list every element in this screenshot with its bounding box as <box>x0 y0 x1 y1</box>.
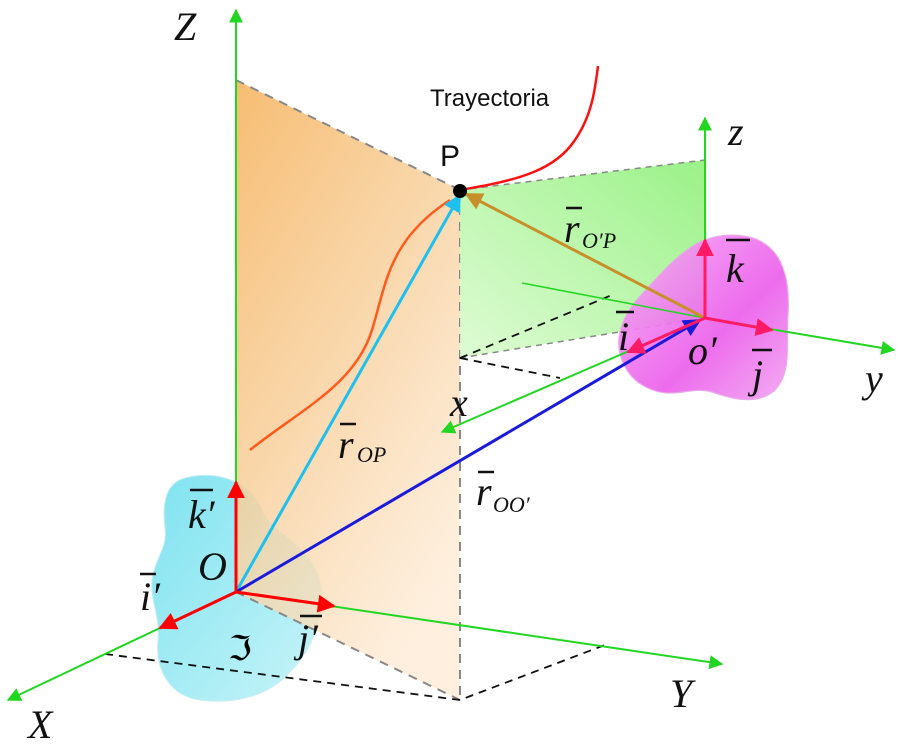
vector-r-OP <box>234 193 462 593</box>
label-unit-j-moving: j <box>747 352 763 397</box>
label-axis-Z: Z <box>174 4 197 49</box>
unit-vector-i-fixed <box>158 590 237 630</box>
label-axis-Y: Y <box>670 671 696 716</box>
label-vector-r-OP-sub: OP <box>357 442 386 467</box>
label-vector-r-OO: r <box>476 469 492 514</box>
label-vector-r-OpP-sub: O′P <box>582 228 616 253</box>
label-unit-i-moving: i <box>618 314 629 359</box>
label-origin-o-prime: o′ <box>688 328 718 373</box>
vector-r-OpP <box>464 192 706 320</box>
label-unit-k-fixed: k′ <box>188 492 216 537</box>
label-vector-r-OP: r <box>338 422 354 467</box>
label-axis-X: X <box>26 702 54 747</box>
label-unit-i-fixed: i′ <box>140 574 161 619</box>
plane-fixed <box>236 80 460 700</box>
vector-r-OO <box>235 318 702 594</box>
label-trajectory: Trayectoria <box>430 85 550 112</box>
label-vector-r-OO-sub: OO′ <box>493 492 531 517</box>
label-axis-x: x <box>449 380 468 425</box>
axis-x-back <box>521 282 706 319</box>
label-axis-z: z <box>727 109 744 154</box>
label-point-P: P <box>440 140 460 173</box>
trajectory-curve <box>459 65 600 192</box>
label-axis-y: y <box>861 356 883 401</box>
unit-vector-j-fixed <box>235 590 336 613</box>
label-unit-j-fixed: j′ <box>293 616 319 661</box>
point-P-marker <box>453 184 467 198</box>
label-vector-r-OpP: r <box>564 206 580 251</box>
trajectory-projection <box>249 198 451 451</box>
ground-dashed-lines <box>104 294 613 701</box>
label-origin-O: O <box>198 544 227 589</box>
unit-vector-j-moving <box>704 316 774 337</box>
unit-vector-i-moving <box>626 316 706 354</box>
label-unit-k-moving: k <box>726 246 745 291</box>
label-frame-symbol: ℑ <box>228 629 252 669</box>
